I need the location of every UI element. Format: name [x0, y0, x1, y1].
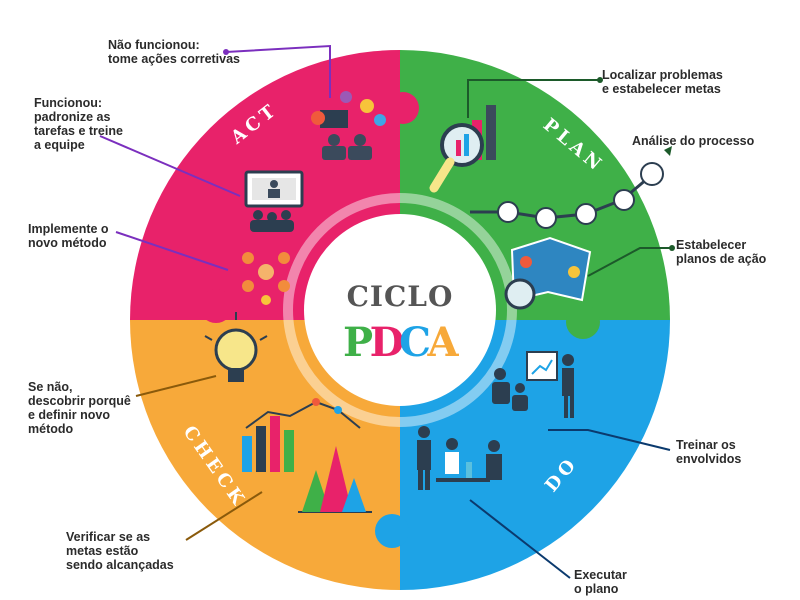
note-do-train: Treinar os envolvidos — [676, 438, 742, 466]
leader-act-ok — [99, 135, 241, 197]
presentation-icon — [492, 351, 574, 418]
magnifier-chart-icon — [429, 105, 496, 193]
leader-check-why — [135, 375, 217, 397]
leader-act-implement — [115, 231, 229, 271]
leader-lines — [99, 44, 672, 579]
puzzle-knob-check-act — [199, 289, 233, 323]
note-act-ok: Funcionou: padronize as tarefas e treine… — [34, 96, 123, 152]
analytics-chart-icon — [242, 398, 372, 513]
leader-act-fail — [225, 44, 331, 98]
lightbulb-icon — [204, 312, 268, 382]
leader-plan-locate — [467, 79, 600, 118]
note-plan-actions: Estabelecer planos de ação — [676, 238, 767, 266]
puzzle-knob-act-plan — [387, 92, 419, 124]
leader-do-execute — [469, 499, 571, 579]
note-act-implement: Implemente o novo método — [28, 222, 109, 250]
leader-plan-actions — [587, 247, 672, 277]
note-check-why: Se não, descobrir porquê e definir novo … — [28, 380, 131, 436]
map-compass-icon — [504, 236, 592, 310]
quadrant-do — [400, 320, 670, 590]
teamwork-hands-icon — [242, 252, 290, 305]
leader-check-goals — [185, 491, 263, 541]
letter-d: D — [370, 319, 405, 366]
letter-p: P — [343, 319, 373, 366]
note-do-execute: Executar o plano — [574, 568, 627, 596]
process-path-icon — [470, 146, 672, 229]
puzzle-knob-plan-do — [566, 305, 600, 339]
puzzle-knob-do-check — [375, 514, 409, 548]
leader-dots — [223, 49, 675, 251]
letter-a: A — [426, 319, 459, 366]
note-check-goals: Verificar se as metas estão sendo alcanç… — [66, 530, 174, 572]
note-act-fail: Não funcionou: tome ações corretivas — [108, 38, 241, 66]
center-title: CICLO — [347, 280, 454, 313]
training-screen-icon — [244, 170, 304, 232]
letter-c: C — [399, 319, 431, 366]
meeting-icon — [311, 91, 386, 160]
leader-do-train — [548, 429, 671, 451]
note-plan-analysis: Análise do processo — [632, 134, 755, 148]
center-pdca: P D C A — [343, 319, 460, 366]
center-disc — [304, 214, 496, 406]
lab-team-icon — [417, 426, 502, 490]
note-plan-locate: Localizar problemas e estabelecer metas — [602, 68, 723, 96]
inner-ring — [283, 193, 517, 427]
